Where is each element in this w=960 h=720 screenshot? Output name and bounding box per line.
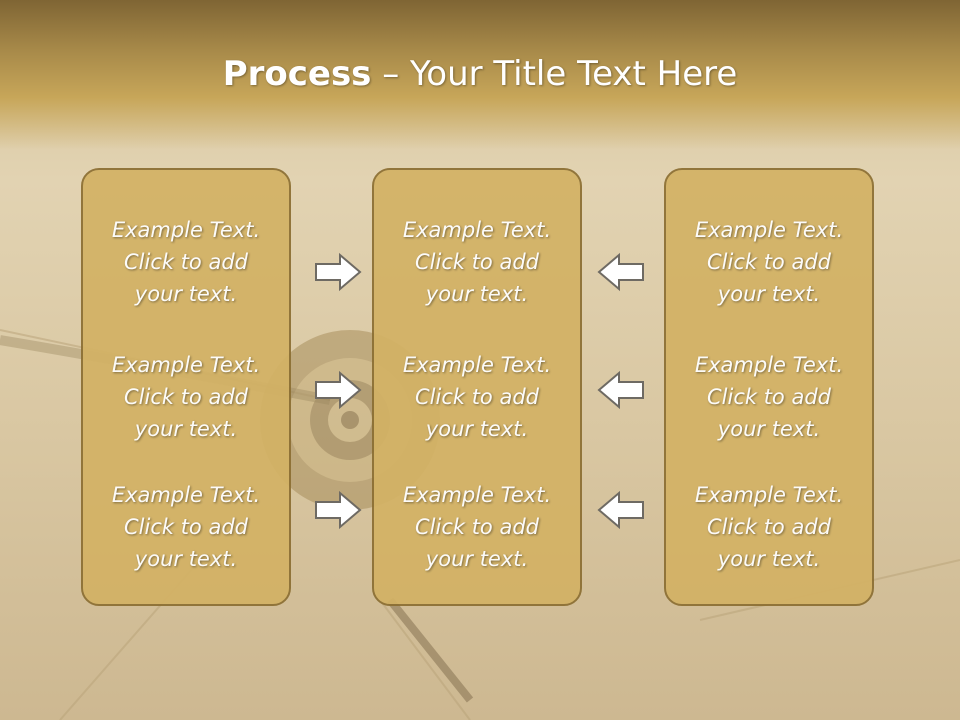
text-placeholder[interactable]: Example Text. Click to add your text.: [83, 479, 289, 575]
arrow-left-icon[interactable]: [597, 370, 645, 410]
text-line: Example Text.: [694, 218, 844, 242]
text-placeholder[interactable]: Example Text. Click to add your text.: [666, 214, 872, 310]
text-line: Click to add: [706, 515, 831, 539]
text-line: Click to add: [414, 385, 539, 409]
arrow-right-icon[interactable]: [314, 370, 362, 410]
text-line: your text.: [717, 282, 821, 306]
slide-title[interactable]: Process – Your Title Text Here: [0, 52, 960, 96]
arrow-left-icon[interactable]: [597, 490, 645, 530]
text-line: Click to add: [706, 385, 831, 409]
text-line: your text.: [425, 282, 529, 306]
text-line: your text.: [425, 417, 529, 441]
text-placeholder[interactable]: Example Text. Click to add your text.: [374, 349, 580, 445]
text-placeholder[interactable]: Example Text. Click to add your text.: [666, 479, 872, 575]
text-line: Example Text.: [111, 218, 261, 242]
text-placeholder[interactable]: Example Text. Click to add your text.: [83, 214, 289, 310]
title-bold: Process: [222, 54, 372, 94]
process-box-left[interactable]: Example Text. Click to add your text. Exam…: [81, 168, 291, 606]
title-band: [0, 0, 960, 150]
arrow-left-icon[interactable]: [597, 252, 645, 292]
arrow-right-icon[interactable]: [314, 252, 362, 292]
text-line: Click to add: [706, 250, 831, 274]
text-line: your text.: [134, 282, 238, 306]
text-placeholder[interactable]: Example Text. Click to add your text.: [83, 349, 289, 445]
text-line: Example Text.: [111, 483, 261, 507]
text-placeholder[interactable]: Example Text. Click to add your text.: [374, 214, 580, 310]
text-placeholder[interactable]: Example Text. Click to add your text.: [666, 349, 872, 445]
text-line: your text.: [425, 547, 529, 571]
text-line: Click to add: [123, 515, 248, 539]
text-line: Click to add: [414, 515, 539, 539]
text-line: your text.: [717, 547, 821, 571]
text-line: your text.: [717, 417, 821, 441]
text-line: Example Text.: [694, 483, 844, 507]
process-box-center[interactable]: Example Text. Click to add your text. Exam…: [372, 168, 582, 606]
text-line: Click to add: [414, 250, 539, 274]
text-line: Example Text.: [402, 483, 552, 507]
process-box-right[interactable]: Example Text. Click to add your text. Exam…: [664, 168, 874, 606]
text-line: your text.: [134, 547, 238, 571]
text-line: Example Text.: [402, 353, 552, 377]
title-rest: – Your Title Text Here: [371, 54, 738, 94]
text-line: Example Text.: [694, 353, 844, 377]
text-line: your text.: [134, 417, 238, 441]
text-line: Click to add: [123, 385, 248, 409]
text-line: Example Text.: [111, 353, 261, 377]
text-line: Example Text.: [402, 218, 552, 242]
text-placeholder[interactable]: Example Text. Click to add your text.: [374, 479, 580, 575]
arrow-right-icon[interactable]: [314, 490, 362, 530]
text-line: Click to add: [123, 250, 248, 274]
